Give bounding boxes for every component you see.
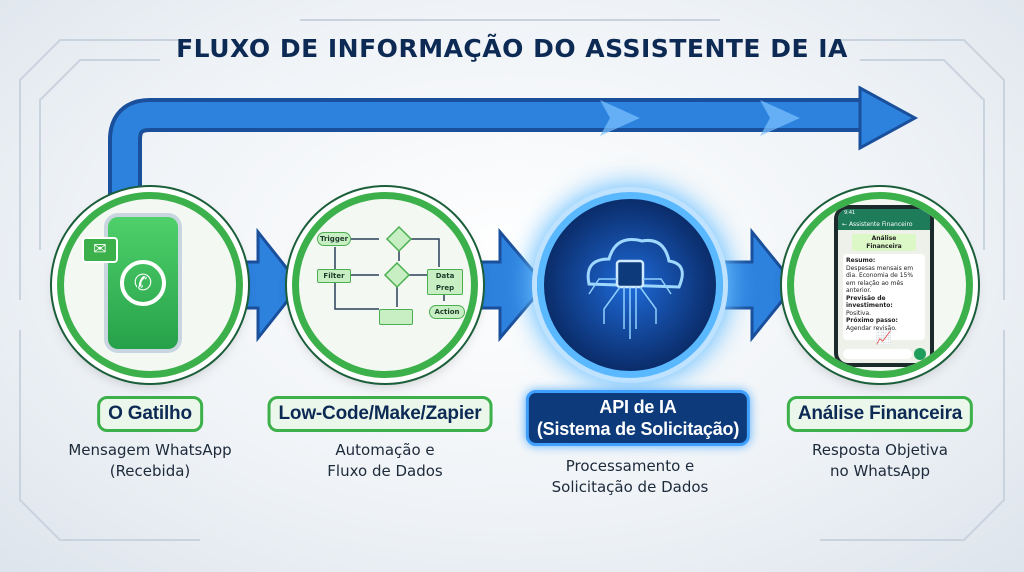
flowchart-arrows [334,225,445,310]
page-title: FLUXO DE INFORMAÇÃO DO ASSISTENTE DE IA [176,34,848,63]
envelope-icon: ✉ [82,237,118,263]
top-bypass-arrow [108,85,919,195]
desc-line: Fluxo de Dados [327,462,443,480]
mic-button[interactable] [914,348,926,360]
previsao-text: Positiva. [846,309,872,317]
whatsapp-phone-icon: ✆ [104,213,182,353]
flow-node-empty [379,309,413,325]
desc-line: (Recebida) [109,462,191,480]
step-financial-analysis-label: Análise Financeira [786,396,974,432]
step-ai-api-circle [537,192,723,378]
step-financial-analysis-circle: 9:41 ← Assistente Financeiro Análise Fin… [787,192,973,378]
phone-status-time: 9:41 [838,209,930,219]
desc-line: Mensagem WhatsApp [68,441,232,459]
previsao-label: Previsão de investimento: [846,294,893,310]
flow-node-action: Action [429,305,465,319]
label-line: API de IA [599,397,677,417]
proximo-text: Agendar revisão. [846,324,897,332]
step-ai-api-description: Processamento e Solicitação de Dados [552,456,709,498]
proximo-label: Próximo passo: [846,317,898,324]
resumo-text: Despesas mensais em dia. Economia de 15%… [846,264,914,295]
chat-message-bubble: Resumo: Despesas mensais em dia. Economi… [843,254,925,346]
message-input[interactable] [843,349,912,359]
growth-chart-icon: 📈 [875,331,893,346]
step-financial-analysis-description: Resposta Objetiva no WhatsApp [812,440,948,482]
step-automation-label: Low-Code/Make/Zapier [267,396,493,432]
desc-line: no WhatsApp [830,462,930,480]
chat-contact-name: Assistente Financeiro [848,220,913,228]
chat-header: ← Assistente Financeiro [838,218,930,230]
circuit-lines [19,19,1005,541]
step-trigger-circle: ✆ ✉ [57,192,243,378]
desc-line: Solicitação de Dados [551,478,709,496]
resumo-label: Resumo: [846,257,876,264]
step-automation-circle: Trigger Filter Data Prep Action [292,192,478,378]
ai-cloud-chip-icon [586,238,684,339]
desc-line: Automação e [335,441,435,459]
desc-line: Processamento e [565,457,695,475]
step-ai-api-label: API de IA(Sistema de Solicitação) [525,390,751,446]
flow-node-filter: Filter [317,269,351,283]
step-automation-description: Automação e Fluxo de Dados [327,440,442,482]
back-icon[interactable]: ← [842,220,849,228]
desc-line: Resposta Objetiva [812,441,948,459]
flow-node-data-prep: Data Prep [427,269,463,295]
chat-phone-icon: 9:41 ← Assistente Financeiro Análise Fin… [834,205,934,367]
flow-node-trigger: Trigger [317,232,351,246]
step-trigger-description: Mensagem WhatsApp (Recebida) [68,440,231,482]
chat-title-bubble: Análise Financeira [852,234,916,251]
step-trigger-label: O Gatilho [97,396,203,432]
label-line: (Sistema de Solicitação) [536,419,740,439]
